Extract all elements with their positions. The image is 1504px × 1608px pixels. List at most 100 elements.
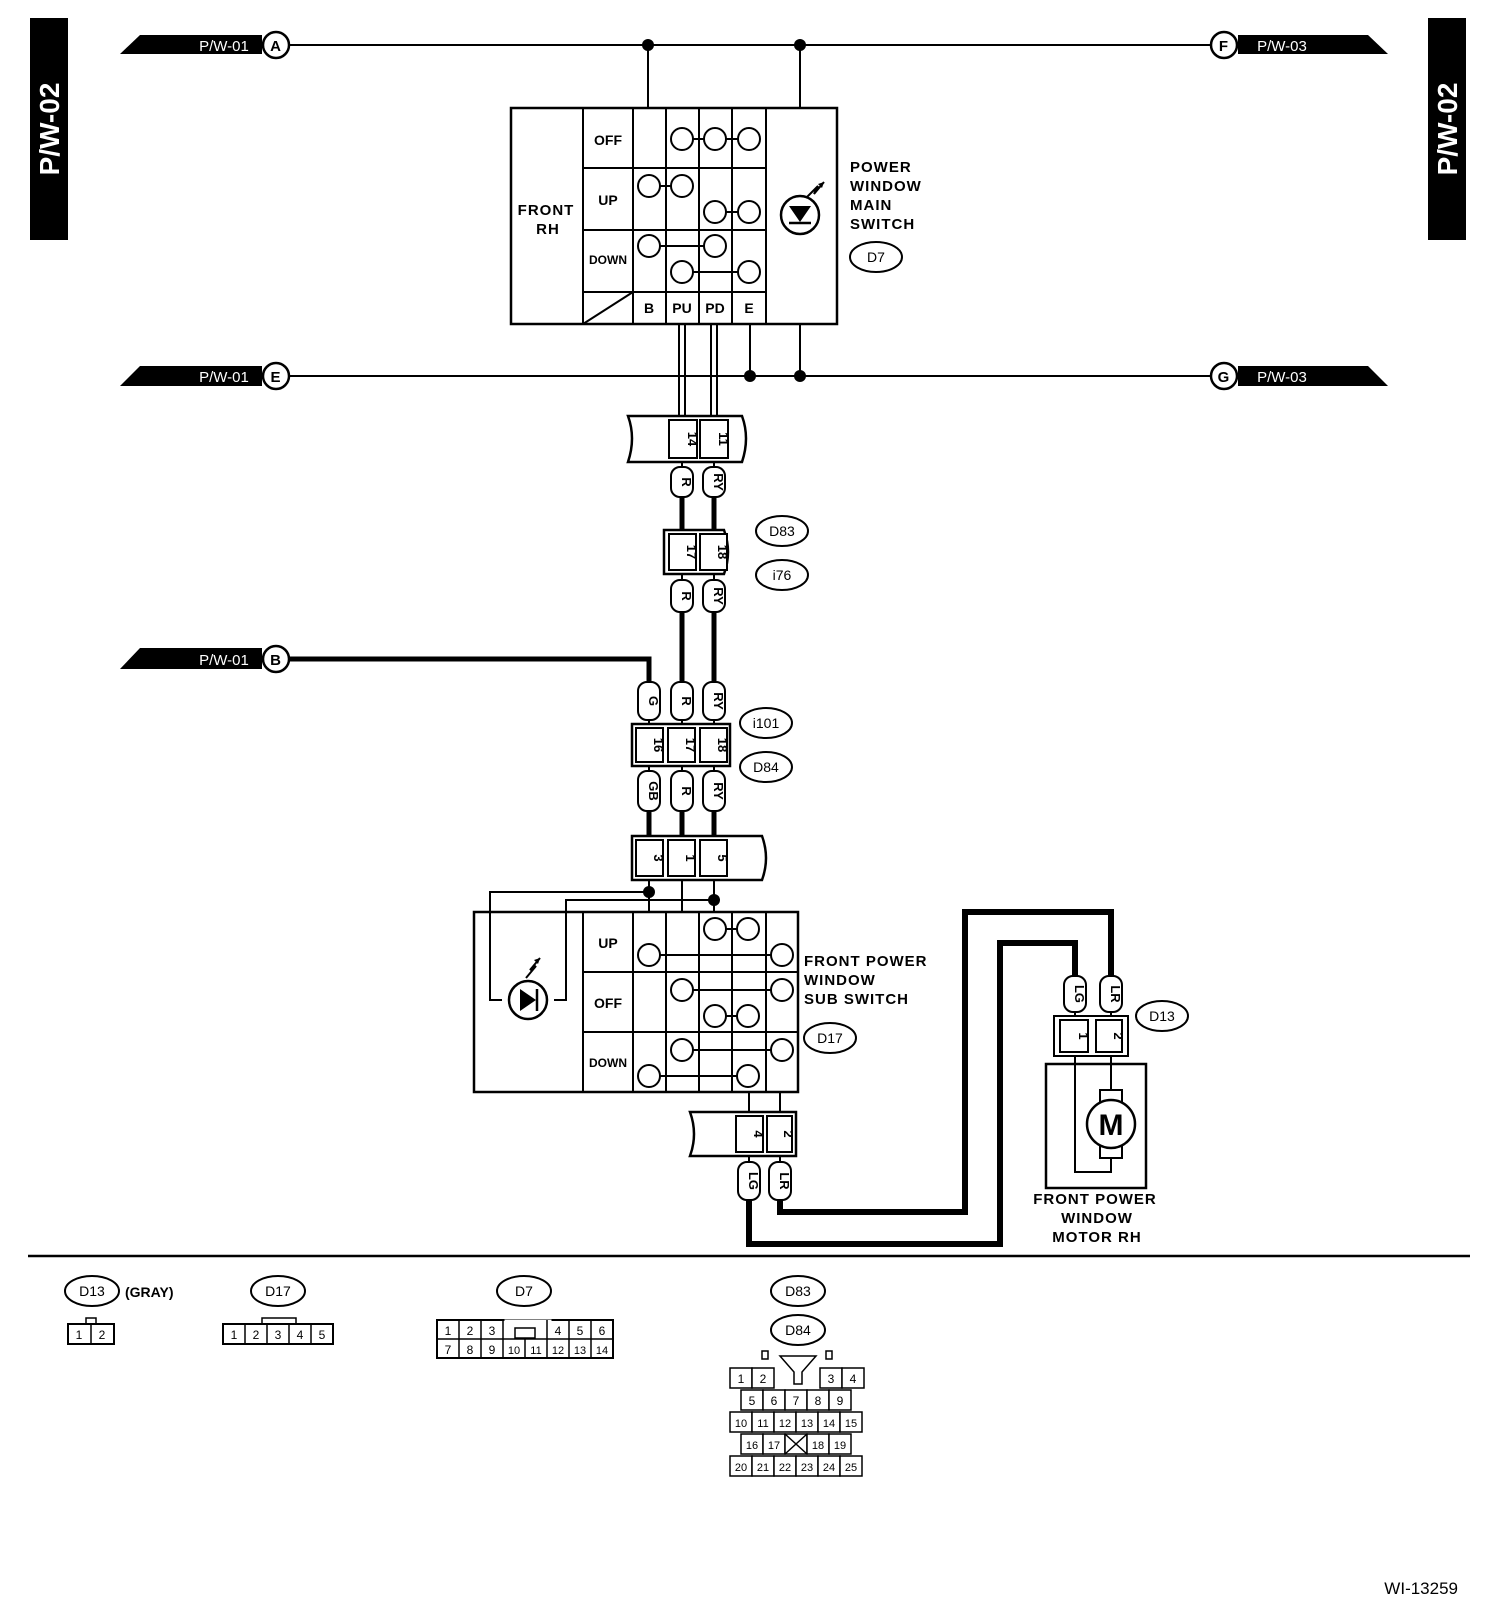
conn-i76-code: i76 bbox=[773, 567, 792, 583]
main-switch-label-2: WINDOW bbox=[850, 178, 922, 195]
conn-sub-pin-2: 2 bbox=[781, 1130, 796, 1137]
legend-d83-pin-6: 6 bbox=[771, 1394, 778, 1408]
motor-connector: D13 bbox=[1149, 1008, 1175, 1024]
conn-upper-pin-11: 11 bbox=[716, 432, 731, 446]
bus-f-letter: F bbox=[1219, 38, 1229, 55]
motor-pin-1: 1 bbox=[1076, 1032, 1091, 1039]
sub-switch-connector: D17 bbox=[817, 1030, 843, 1046]
legend-d83-pin-22: 22 bbox=[779, 1462, 791, 1474]
bus-b-letter: B bbox=[270, 652, 282, 669]
side-label-right-text: P/W-02 bbox=[1432, 83, 1463, 176]
legend-d84-code: D84 bbox=[785, 1322, 811, 1338]
legend-d83-pin-25: 25 bbox=[845, 1462, 857, 1474]
legend-d7-pin-7: 7 bbox=[445, 1343, 452, 1357]
wire-motor-lr: LR bbox=[1108, 985, 1123, 1003]
legend-d17: D17 1 2 3 4 5 bbox=[222, 1275, 334, 1345]
sub-row-down: DOWN bbox=[589, 1056, 627, 1070]
legend-d83-pin-2: 2 bbox=[760, 1372, 767, 1386]
connector-upper: 14 11 bbox=[626, 414, 748, 464]
front-power-window-sub-switch: UP OFF DOWN bbox=[472, 880, 928, 1094]
legend-d13-note: (GRAY) bbox=[125, 1284, 174, 1300]
conn-i101-pin-17: 17 bbox=[683, 738, 698, 752]
wire-tags-i101-below: GB R RY bbox=[637, 770, 726, 812]
bus-g-tab: P/W-03 bbox=[1257, 369, 1307, 386]
legend-d7-pin-8: 8 bbox=[467, 1343, 474, 1357]
wire-motor-lg: LG bbox=[1072, 985, 1087, 1003]
legend-d83-pin-7: 7 bbox=[793, 1394, 800, 1408]
conn-i101-pin-16: 16 bbox=[651, 738, 666, 752]
bus-b-tab: P/W-01 bbox=[199, 652, 249, 669]
motor-label-1: FRONT POWER bbox=[1033, 1191, 1157, 1208]
legend-d7-pin-5: 5 bbox=[577, 1324, 584, 1338]
wire-i101-r: R bbox=[679, 696, 694, 706]
main-switch-label-4: SWITCH bbox=[850, 216, 915, 233]
legend-d7-pin-1: 1 bbox=[445, 1324, 452, 1338]
sub-switch-label-1: FRONT POWER bbox=[804, 953, 928, 970]
bus-line-e-g: P/W-01 E P/W-03 G bbox=[120, 361, 1388, 391]
legend-d17-pin-4: 4 bbox=[297, 1328, 304, 1342]
connector-sub-top: 3 1 5 bbox=[630, 834, 768, 882]
legend-d83-pin-18: 18 bbox=[812, 1440, 824, 1452]
legend-d83-code: D83 bbox=[785, 1283, 811, 1299]
wire-d84-ry: RY bbox=[711, 782, 726, 800]
legend-d7-pin-4: 4 bbox=[555, 1324, 562, 1338]
bus-line-b: P/W-01 B bbox=[120, 644, 652, 682]
figure-id: WI-13259 bbox=[1384, 1579, 1458, 1598]
motor-harness bbox=[746, 909, 1114, 1247]
main-col-e: E bbox=[744, 300, 753, 316]
legend-d7-pin-3: 3 bbox=[489, 1324, 496, 1338]
legend-d83-pin-20: 20 bbox=[735, 1462, 747, 1474]
main-switch-title-2: RH bbox=[536, 221, 560, 238]
bus-line-a-f: P/W-01 A P/W-03 F bbox=[120, 30, 1388, 376]
legend-d83-pin-9: 9 bbox=[837, 1394, 844, 1408]
legend-d7-pin-6: 6 bbox=[599, 1324, 606, 1338]
wire-sub-lr: LR bbox=[777, 1172, 792, 1190]
legend-d83-d84: D83 D84 1 2 bbox=[729, 1275, 865, 1477]
conn-sub-pin-4: 4 bbox=[751, 1130, 766, 1138]
wire-d84-gb: GB bbox=[646, 781, 661, 801]
legend-d83-pin-14: 14 bbox=[823, 1418, 835, 1430]
legend-d83-pin-12: 12 bbox=[779, 1418, 791, 1430]
bus-a-letter: A bbox=[270, 38, 282, 55]
legend-d83-pin-8: 8 bbox=[815, 1394, 822, 1408]
main-row-up: UP bbox=[598, 192, 617, 208]
wire-i101-g: G bbox=[646, 696, 661, 706]
main-switch-connector: D7 bbox=[867, 249, 885, 265]
conn-sub-pin-5: 5 bbox=[715, 854, 730, 861]
sub-switch-label-2: WINDOW bbox=[804, 972, 876, 989]
legend-d17-pin-2: 2 bbox=[253, 1328, 260, 1342]
legend-d83-pin-24: 24 bbox=[823, 1462, 835, 1474]
conn-d83-pin-17: 17 bbox=[684, 545, 699, 559]
legend-d83-pin-10: 10 bbox=[735, 1418, 747, 1430]
side-label-left-text: P/W-02 bbox=[34, 83, 65, 176]
legend-d13-pin-2: 2 bbox=[99, 1328, 106, 1342]
legend-d17-pin-1: 1 bbox=[231, 1328, 238, 1342]
wire-d83-ry: RY bbox=[711, 587, 726, 605]
legend-d83-pin-5: 5 bbox=[749, 1394, 756, 1408]
motor-symbol: M bbox=[1099, 1109, 1124, 1142]
legend-d7-pin-11: 11 bbox=[530, 1345, 541, 1357]
main-row-off: OFF bbox=[594, 132, 622, 148]
conn-sub-pin-1: 1 bbox=[683, 854, 698, 861]
legend-d83-pin-4: 4 bbox=[850, 1372, 857, 1386]
bus-e-letter: E bbox=[270, 369, 281, 386]
legend-d7-pin-14: 14 bbox=[596, 1345, 608, 1357]
main-switch-title-1: FRONT bbox=[518, 202, 575, 219]
side-label-left: P/W-02 bbox=[30, 18, 68, 240]
wires-d84-to-sub bbox=[646, 811, 717, 836]
main-switch-out-wires bbox=[678, 324, 751, 416]
sub-row-off: OFF bbox=[594, 995, 622, 1011]
legend-d83-pin-21: 21 bbox=[757, 1462, 769, 1474]
front-power-window-motor-rh: LG LR 1 2 D13 M FRONT POWER WINDOW MOTOR… bbox=[1033, 975, 1189, 1246]
sub-switch-led-icon bbox=[507, 957, 549, 1021]
wire-upper-ry: RY bbox=[711, 473, 726, 491]
legend-d17-code: D17 bbox=[265, 1283, 291, 1299]
legend-d83-pin-16: 16 bbox=[746, 1440, 758, 1452]
wire-sub-lg: LG bbox=[746, 1172, 761, 1190]
legend-d13: D13 (GRAY) 1 2 bbox=[64, 1275, 174, 1345]
motor-icon: M bbox=[1085, 1089, 1137, 1159]
main-col-b: B bbox=[644, 300, 654, 316]
connector-d83: 17 18 D83 i76 bbox=[662, 515, 809, 591]
bus-e-tab: P/W-01 bbox=[199, 369, 249, 386]
